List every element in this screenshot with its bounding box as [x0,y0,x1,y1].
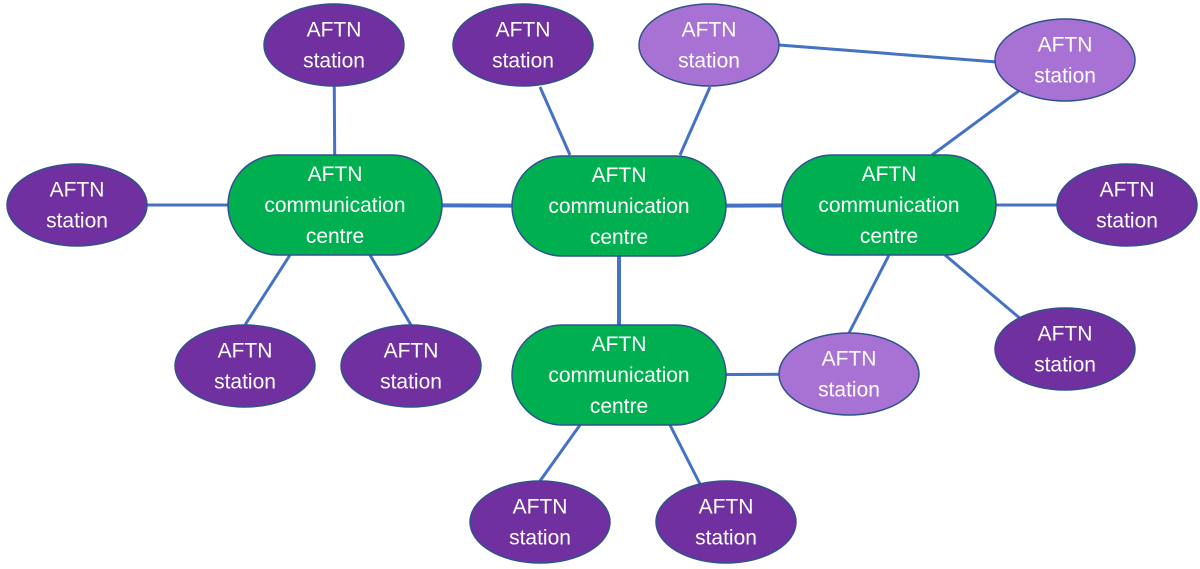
node-label-line: AFTN [862,163,917,186]
station-node: AFTN station [6,163,148,247]
station-shape [469,480,611,564]
station-shape [174,324,316,408]
communication-centre-node: AFTN communication centre [511,155,727,257]
node-label-line: AFTN [307,19,362,42]
node-label-line: station [1034,354,1096,377]
node-label-line: station [678,50,740,73]
node-label-line: communication [548,195,689,218]
node-label-line: station [695,527,757,550]
station-shape [452,3,594,87]
node-label-line: AFTN [513,496,568,519]
centre-shape [511,155,727,257]
centre-shape [227,154,443,256]
station-node: AFTN station [452,3,594,87]
edge-c4-s12 [668,424,702,485]
station-shape [994,307,1136,391]
centre-shape [781,154,997,256]
centre-shape [511,324,727,426]
node-label-line: station [509,527,571,550]
station-node: AFTN station [340,324,482,408]
node-label-line: centre [860,225,918,248]
node-label-line: communication [548,364,689,387]
station-shape [6,163,148,247]
edge-c3-s9 [944,253,1023,322]
edge-c4-s11 [538,424,582,482]
station-node: AFTN station [174,324,316,408]
node-label-line: station [1034,65,1096,88]
node-label-line: AFTN [1038,323,1093,346]
node-label-line: AFTN [682,19,737,42]
node-label-line: station [303,50,365,73]
station-shape [1056,163,1198,247]
node-label-line: centre [590,226,648,249]
node-label-line: AFTN [592,333,647,356]
node-label-line: station [380,371,442,394]
station-node: AFTN station [469,480,611,564]
node-label-line: centre [590,395,648,418]
station-node: AFTN station [263,3,405,87]
station-shape [638,3,780,87]
station-shape [340,324,482,408]
edge-c2-s5 [538,86,572,156]
node-label-line: AFTN [822,348,877,371]
station-shape [994,18,1136,102]
node-label-line: station [818,379,880,402]
station-shape [655,480,797,564]
station-shape [778,332,920,416]
station-node: AFTN station [994,307,1136,391]
node-label-line: AFTN [1100,179,1155,202]
node-label-line: communication [264,194,405,217]
station-node: AFTN station [638,3,780,87]
node-label-line: centre [306,225,364,248]
edge-c3-s10 [847,254,891,334]
node-label-line: AFTN [1038,34,1093,57]
edge-c3-s7 [931,88,1021,157]
node-label-line: AFTN [699,496,754,519]
station-shape [263,3,405,87]
node-label-line: station [214,371,276,394]
node-label-line: AFTN [384,340,439,363]
station-node: AFTN station [778,332,920,416]
node-label-line: AFTN [218,340,273,363]
node-label-line: station [492,50,554,73]
edge-c1-s4 [368,254,413,326]
station-node: AFTN station [1056,163,1198,247]
communication-centre-node: AFTN communication centre [781,154,997,256]
station-node: AFTN station [994,18,1136,102]
node-label-line: AFTN [50,179,105,202]
node-label-line: station [1096,210,1158,233]
node-label-line: AFTN [592,164,647,187]
station-node: AFTN station [655,480,797,564]
nodes-layer: AFTNcommunicationcentreAFTNcommunication… [6,3,1198,564]
node-label-line: AFTN [496,19,551,42]
edge-c2-s6 [678,86,712,156]
node-label-line: communication [818,194,959,217]
edge-c1-s3 [243,254,292,326]
node-label-line: AFTN [308,163,363,186]
communication-centre-node: AFTN communication centre [227,154,443,256]
edge-s6-s7 [778,43,998,64]
communication-centre-node: AFTN communication centre [511,324,727,426]
node-label-line: station [46,210,108,233]
